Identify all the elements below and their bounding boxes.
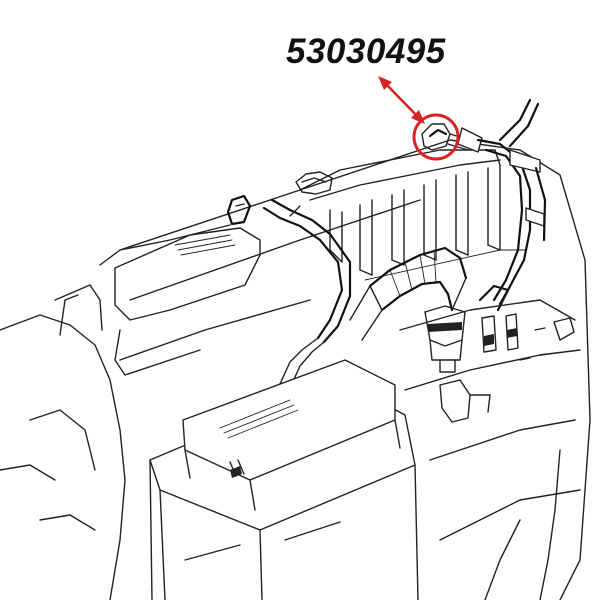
engine-block xyxy=(0,139,591,601)
highlight-circle xyxy=(412,113,460,161)
rocker-cover-left xyxy=(114,227,261,376)
part-number-label: 53030495 xyxy=(286,32,446,71)
callout-arrow xyxy=(382,80,421,120)
elbow-fitting xyxy=(421,123,483,153)
arrowhead-bottom xyxy=(411,110,425,124)
air-cleaner-box xyxy=(149,359,419,601)
breather-pipe xyxy=(226,194,352,393)
valve-cover xyxy=(295,149,526,281)
arrowhead-top xyxy=(378,76,392,90)
intake-hose xyxy=(349,246,468,373)
callout-highlight xyxy=(378,76,460,161)
coolant-tubes xyxy=(439,98,575,423)
